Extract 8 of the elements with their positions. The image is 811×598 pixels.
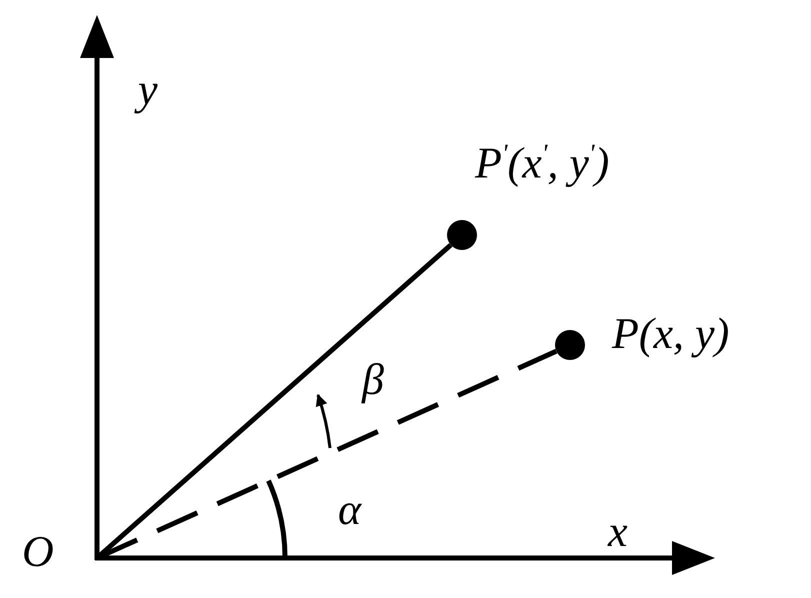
point-dot	[555, 330, 585, 360]
angle-label: α	[338, 488, 362, 532]
point-label: P$^{'}$(x$^{'}$, y$^{'}$)	[475, 140, 610, 186]
point-dot	[447, 220, 477, 250]
point-label: P(x, y)	[612, 312, 730, 356]
origin-label: O	[22, 530, 97, 574]
angle-label: β	[362, 358, 384, 402]
axis-label: x	[608, 510, 628, 554]
